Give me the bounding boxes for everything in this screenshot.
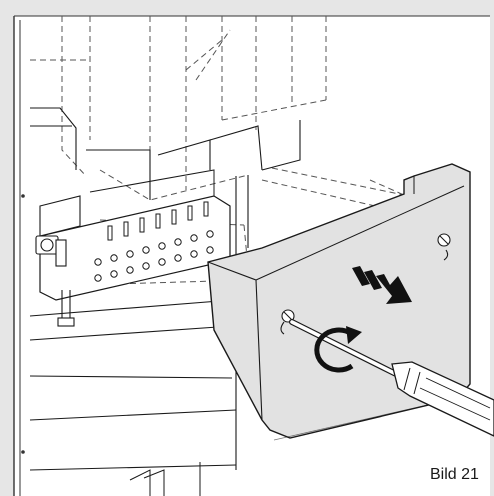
inner-housing [29, 107, 301, 471]
terminal-block [35, 169, 231, 327]
screw-right [437, 233, 451, 261]
mounting-feet [129, 462, 201, 496]
terminal-slots [107, 201, 209, 241]
screw-icon [280, 233, 451, 335]
triple-chevron-arrow-right-icon [352, 266, 412, 304]
screwdriver-icon [289, 319, 494, 437]
cable-gland [35, 235, 75, 327]
screw-left [280, 309, 295, 335]
counterclockwise-rotation-arrow-icon [314, 326, 362, 373]
terminal-holes [94, 230, 214, 282]
figure-caption: Bild 21 [430, 466, 479, 483]
